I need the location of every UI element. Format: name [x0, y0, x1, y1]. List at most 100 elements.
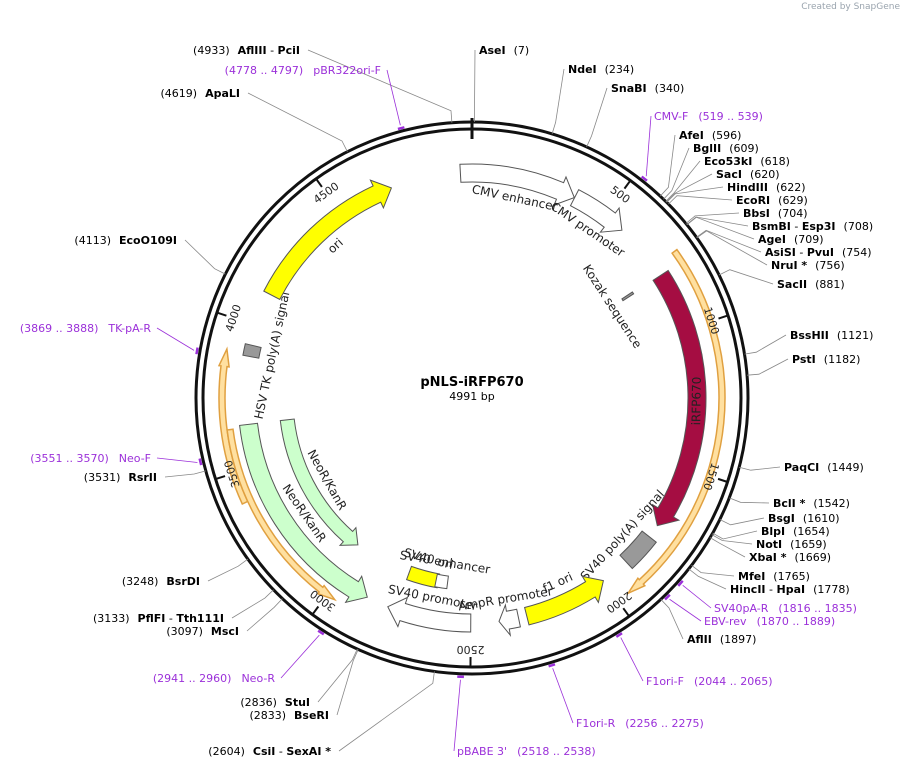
feature-hsv-tk-polya: [242, 343, 262, 359]
site-leader: [660, 599, 684, 640]
primer-mark: [677, 580, 684, 587]
enzyme-name: StuI: [285, 696, 310, 709]
scale-tick-label: 1500: [700, 461, 721, 492]
enzyme-separator: -: [275, 745, 286, 758]
primer-name: Neo-F: [119, 452, 151, 465]
primer-label-f1ori-r: F1ori-R(2256 .. 2275): [576, 717, 704, 730]
site-position: (609): [729, 142, 759, 155]
enzyme-name: AseI: [479, 44, 506, 57]
site-position: (1897): [720, 633, 757, 646]
site-position: (756): [815, 259, 845, 272]
enzyme-name: XbaI *: [749, 551, 787, 564]
site-position: (3133): [93, 612, 130, 625]
site-position: (709): [794, 233, 824, 246]
primer-label-neo-f: (3551 .. 3570)Neo-F: [30, 452, 151, 465]
feature-label-ori: ori: [325, 235, 346, 256]
site-position: (1182): [824, 353, 861, 366]
enzyme-name-2: PvuI: [807, 246, 834, 259]
feature-neor-kanr-a: [239, 422, 368, 604]
primer-mark: [397, 126, 405, 131]
enzyme-name-2: HpaI: [776, 583, 805, 596]
site-label-blpi: BlpI(1654): [761, 525, 830, 538]
enzyme-name: BbsI: [743, 207, 770, 220]
primer-name: F1ori-R: [576, 717, 616, 730]
feature-irfp670: [651, 269, 707, 527]
feature-f1-ori: [523, 575, 605, 626]
site-leader: [688, 568, 727, 590]
enzyme-name: RsrII: [128, 471, 157, 484]
feature-neor-kanr-b: [279, 418, 359, 546]
primer-leader: [552, 668, 574, 724]
scale-tick-label: 4500: [311, 180, 341, 207]
site-label-afliii: (4933)AflIII - PciI: [193, 44, 300, 57]
enzyme-name-2: Esp3I: [802, 220, 836, 233]
primer-mark: [640, 175, 648, 182]
scale-tick-label: 1000: [701, 306, 722, 337]
site-position: (1669): [794, 551, 831, 564]
site-label-sacii: SacII (881): [777, 278, 845, 291]
scale-tick-1000: [718, 314, 729, 320]
site-label-bsrdi: (3248) BsrDI: [122, 575, 200, 588]
enzyme-name: SacII: [777, 278, 807, 291]
site-position: (3248): [122, 575, 159, 588]
site-position: (1659): [790, 538, 827, 551]
site-position: (881): [815, 278, 845, 291]
enzyme-name: SnaBI: [611, 82, 647, 95]
site-leader: [718, 269, 774, 285]
scale-tick-4000: [216, 311, 227, 317]
site-leader: [207, 558, 249, 582]
primer-name: CMV-F: [654, 110, 688, 123]
site-label-asisi: AsiSI - PvuI (754): [765, 246, 872, 259]
site-leader: [338, 671, 435, 752]
primer-layer: (4778 .. 4797)pBR322ori-F CMV-F(519 .. 53…: [20, 64, 857, 758]
site-leader: [551, 68, 565, 135]
scale-tick-3500: [215, 475, 226, 481]
primer-mark: [198, 458, 203, 466]
enzyme-separator: -: [796, 246, 807, 259]
primer-label-cmv-f: CMV-F(519 .. 539): [654, 110, 763, 123]
site-label-snabi: SnaBI(340): [611, 82, 684, 95]
enzyme-name: BssHII: [790, 329, 829, 342]
site-position: (754): [842, 246, 872, 259]
primer-range: (3869 .. 3888): [20, 322, 99, 335]
enzyme-name: BsrDI: [166, 575, 200, 588]
enzyme-name: AsiSI: [765, 246, 796, 259]
primer-name: TK-pA-R: [107, 322, 151, 335]
enzyme-separator: -: [165, 612, 176, 625]
primer-leader: [156, 457, 198, 463]
feature-label-irfp670: iRFP670: [689, 377, 704, 426]
primer-mark: [548, 663, 556, 668]
enzyme-name: HindIII: [727, 181, 768, 194]
site-leader: [665, 173, 713, 203]
primer-label-neo-r: (2941 .. 2960)Neo-R: [153, 672, 275, 685]
site-leader: [691, 564, 735, 577]
primer-name: Neo-R: [241, 672, 275, 685]
site-leader: [247, 92, 348, 152]
site-leader: [685, 212, 740, 224]
primer-range: (1816 .. 1835): [778, 602, 857, 615]
scale-tick-3000: [311, 605, 320, 616]
feature-sv40-enhancer: [434, 573, 449, 590]
enzyme-name: PaqCI: [784, 461, 819, 474]
feature-cmv-promoter: [569, 189, 623, 233]
enzyme-name-2: Tth111I: [176, 612, 224, 625]
primer-range: (1870 .. 1889): [757, 615, 836, 628]
site-leader: [317, 648, 358, 703]
scale-tick-label: 4000: [223, 303, 244, 334]
site-position: (2604): [208, 745, 245, 758]
site-label-stui: (2836)StuI: [240, 696, 310, 709]
site-leader: [696, 229, 762, 253]
site-label-agei: AgeI(709): [758, 233, 824, 246]
primer-label-pbr322ori-f: (4778 .. 4797)pBR322ori-F: [225, 64, 381, 77]
site-label-rsrii: (3531)RsrII: [84, 471, 157, 484]
site-label-csii: (2604)CsiI - SexAI *: [208, 745, 331, 758]
primer-leader: [386, 69, 401, 126]
site-position: (7): [514, 44, 530, 57]
site-layer: AseI(7)(4933)AflIII - PciINdeI(234)SnaBI…: [74, 44, 873, 758]
site-label-bcli: BclI *(1542): [773, 497, 850, 510]
primer-leader: [453, 679, 461, 752]
site-position: (708): [844, 220, 874, 233]
plasmid-name: pNLS-iRFP670: [420, 375, 523, 390]
